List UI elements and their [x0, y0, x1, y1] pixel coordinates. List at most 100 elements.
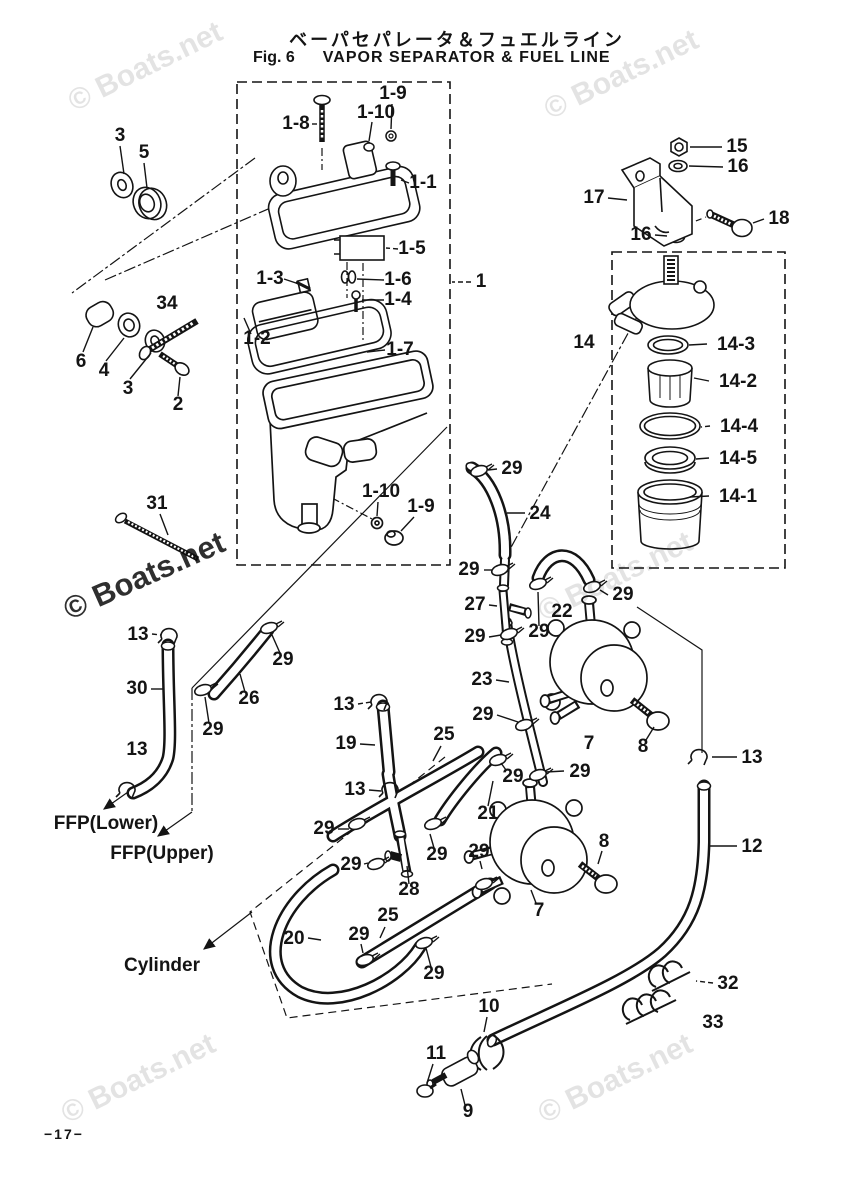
part-callout-23: 23	[471, 669, 492, 690]
part-callout-7: 7	[534, 900, 545, 921]
callout-leader-line	[530, 889, 537, 904]
part-callout-8: 8	[599, 831, 610, 852]
part-callout-5: 5	[139, 142, 150, 163]
part-callout-10: 10	[478, 996, 499, 1017]
fuel-pump-upper	[539, 595, 670, 731]
part-callout-17: 17	[583, 187, 604, 208]
callout-leader-line	[366, 349, 386, 353]
callout-leader-line	[695, 980, 714, 984]
callout-leader-line	[693, 377, 710, 382]
part-callout-1-10: 1-10	[362, 481, 400, 502]
vapor-separator-tank	[262, 350, 434, 546]
part-callout-16: 16	[727, 156, 748, 177]
part-callout-33: 33	[702, 1012, 723, 1033]
part-callout-1-5: 1-5	[398, 238, 426, 259]
fuel-filter-assembly	[608, 230, 715, 550]
callout-leader-line	[360, 943, 364, 954]
part-callout-14-5: 14-5	[719, 448, 757, 469]
callout-leader-line	[607, 197, 628, 201]
part-callout-1: 1	[476, 271, 487, 292]
part-callout-6: 6	[76, 351, 87, 372]
part-callout-21: 21	[477, 803, 499, 824]
part-callout-29: 29	[423, 963, 444, 984]
part-callout-29: 29	[472, 704, 493, 725]
fuel-hoses	[126, 461, 712, 1047]
callout-leader-line	[487, 468, 498, 471]
figure-title-japanese: ベーパセパレータ＆フュエルライン	[289, 30, 625, 50]
callout-leader-line	[283, 278, 300, 285]
callout-leader-line	[537, 591, 540, 627]
part-callout-29: 29	[458, 559, 479, 580]
callout-leader-line	[688, 165, 724, 168]
hose-holder-clips	[621, 960, 691, 1025]
part-callout-29: 29	[202, 719, 223, 740]
callout-leader-line	[368, 121, 373, 142]
part-callout-13: 13	[127, 624, 148, 645]
callout-leader-line	[645, 726, 655, 741]
callout-leader-line	[545, 770, 565, 773]
part-callout-14-3: 14-3	[717, 334, 755, 355]
callout-leader-line	[177, 376, 181, 397]
part-callout-20: 20	[283, 928, 304, 949]
callout-leader-line	[151, 633, 162, 636]
assembly-box-1	[236, 81, 451, 566]
callout-leader-line	[143, 162, 148, 189]
cable-strap	[114, 512, 200, 562]
part-callout-14-1: 14-1	[719, 486, 757, 507]
part-callout-3: 3	[123, 378, 134, 399]
text-callout: FFP(Upper)	[110, 843, 213, 864]
fuel-joint-bottom	[416, 1034, 505, 1098]
callout-leader-line	[204, 696, 210, 724]
callout-leader-line	[599, 589, 609, 596]
vapor-separator-cover	[267, 140, 421, 250]
callout-leader-line	[496, 714, 519, 723]
callout-leader-line	[82, 326, 94, 353]
part-callout-15: 15	[726, 136, 748, 157]
callout-leader-line	[379, 926, 386, 939]
part-callout-1-7: 1-7	[386, 339, 413, 360]
figure-title-english: VAPOR SEPARATOR & FUEL LINE	[322, 49, 611, 66]
part-callout-29: 29	[313, 818, 334, 839]
part-callout-19: 19	[335, 733, 356, 754]
part-callout-2: 2	[173, 394, 184, 415]
callout-leader-line	[307, 937, 322, 941]
callout-leader-line	[597, 850, 603, 865]
part-callout-28: 28	[398, 879, 419, 900]
part-callout-1-9: 1-9	[379, 83, 406, 104]
callout-leader-line	[426, 1063, 434, 1084]
assembly-box-14	[611, 251, 786, 569]
part-callout-1-10: 1-10	[357, 102, 395, 123]
part-callout-29: 29	[502, 766, 523, 787]
part-callout-12: 12	[741, 836, 762, 857]
callout-leader-line	[400, 179, 410, 184]
callout-leader-line	[400, 516, 415, 532]
callout-leader-line	[654, 234, 668, 237]
part-callout-29: 29	[569, 761, 590, 782]
callout-leader-line	[483, 1016, 488, 1033]
part-callout-1-2: 1-2	[243, 328, 270, 349]
callout-leader-line	[432, 745, 442, 762]
callout-leader-line	[376, 501, 379, 517]
part-callout-32: 32	[717, 973, 738, 994]
callout-leader-line	[356, 278, 385, 281]
tee-joint-28	[384, 830, 414, 878]
callout-leader-line	[239, 673, 246, 693]
callout-leader-line	[460, 1088, 466, 1106]
callout-leader-line	[488, 604, 498, 607]
part-callout-29: 29	[501, 458, 522, 479]
part-callout-4: 4	[99, 360, 110, 381]
callout-leader-line	[243, 317, 252, 335]
part-callout-27: 27	[464, 594, 485, 615]
part-callout-29: 29	[464, 626, 485, 647]
part-callout-26: 26	[238, 688, 259, 709]
part-callout-13: 13	[333, 694, 354, 715]
part-callout-29: 29	[272, 649, 293, 670]
part-callout-1-8: 1-8	[282, 113, 309, 134]
hose-clamp-icon	[527, 766, 554, 784]
callout-leader-line	[752, 218, 765, 224]
part-callout-22: 22	[551, 601, 572, 622]
hose-clamp-icon	[258, 619, 285, 637]
